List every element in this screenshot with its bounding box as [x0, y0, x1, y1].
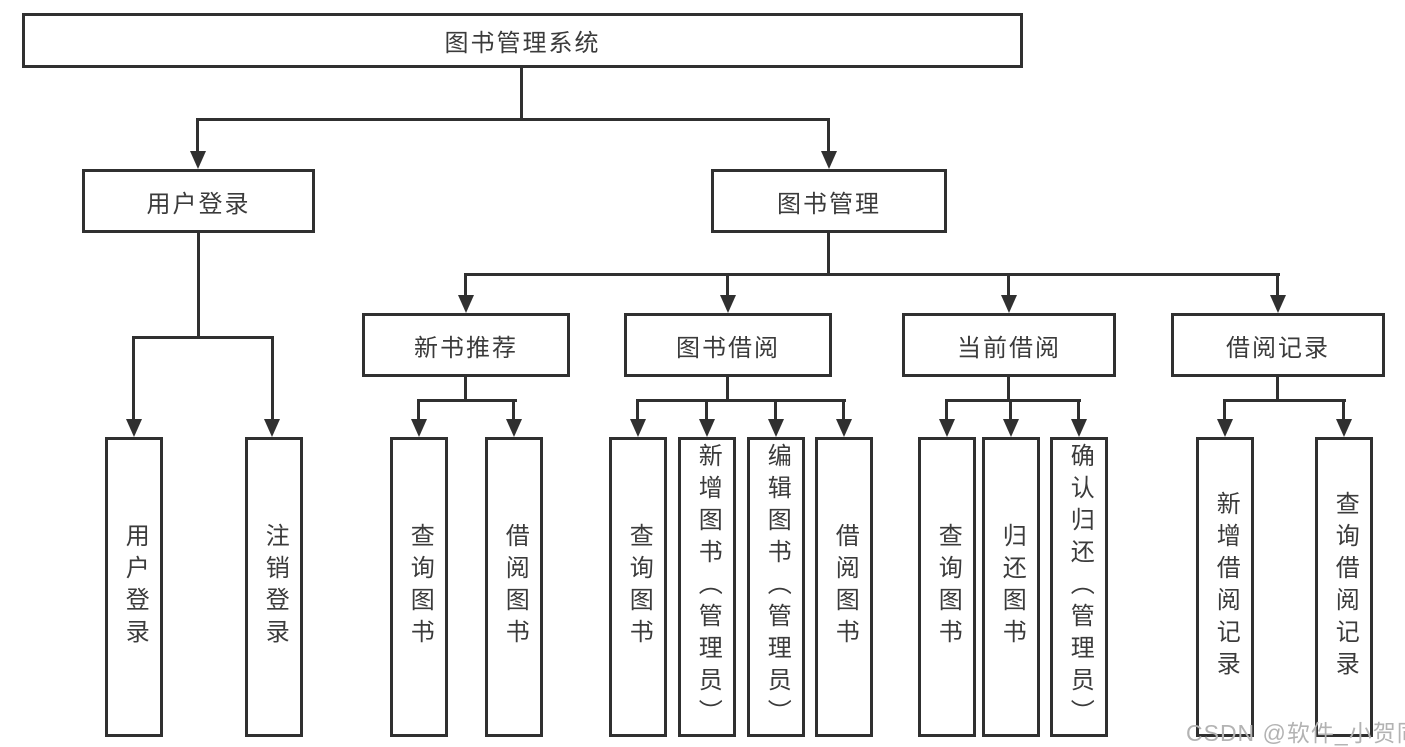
- connector-vline: [132, 336, 135, 419]
- node-current-borrowing: 当前借阅: [902, 313, 1116, 377]
- arrow-down-icon: [506, 419, 522, 437]
- connector-vline: [945, 399, 948, 419]
- node-add-borrow-record: 新增借阅记录: [1196, 437, 1254, 737]
- node-query-books-recommend: 查询图书: [390, 437, 448, 737]
- connector-vline: [512, 399, 515, 419]
- node-label: 查询图书: [934, 523, 962, 651]
- node-add-books-admin: 新增图书（管理员）: [678, 437, 736, 737]
- arrow-down-icon: [1071, 419, 1087, 437]
- node-label: 编辑图书（管理员）: [763, 443, 791, 731]
- connector-vline: [705, 399, 708, 419]
- connector-vline: [1007, 273, 1010, 295]
- node-label: 查询图书: [406, 523, 434, 651]
- node-new-book-recommend: 新书推荐: [362, 313, 570, 377]
- arrow-down-icon: [720, 295, 736, 313]
- node-label: 借阅图书: [501, 523, 529, 651]
- node-label: 查询借阅记录: [1331, 491, 1359, 683]
- node-label: 注销登录: [261, 523, 289, 651]
- arrow-down-icon: [458, 295, 474, 313]
- node-label: 查询图书: [625, 523, 653, 651]
- arrow-down-icon: [264, 419, 280, 437]
- connector-vline: [1342, 399, 1345, 419]
- node-label: 确认归还（管理员）: [1066, 443, 1094, 731]
- node-user-login: 用户登录: [82, 169, 315, 233]
- connector-vline: [1276, 377, 1279, 399]
- node-book-borrowing: 图书借阅: [624, 313, 832, 377]
- connector-vline: [726, 273, 729, 295]
- node-label: 新书推荐: [414, 334, 518, 362]
- connector-hline: [945, 399, 1081, 402]
- connector-vline: [827, 233, 830, 273]
- connector-vline: [1009, 399, 1012, 419]
- node-logout-leaf: 注销登录: [245, 437, 303, 737]
- node-borrowing-records: 借阅记录: [1171, 313, 1385, 377]
- connector-vline: [774, 399, 777, 419]
- node-query-borrow-record: 查询借阅记录: [1315, 437, 1373, 737]
- node-label: 新增借阅记录: [1212, 491, 1240, 683]
- connector-vline: [464, 377, 467, 399]
- node-label: 借阅记录: [1226, 334, 1330, 362]
- node-user-login-leaf: 用户登录: [105, 437, 163, 737]
- node-borrow-books-leaf: 借阅图书: [815, 437, 873, 737]
- node-label: 当前借阅: [957, 334, 1061, 362]
- arrow-down-icon: [1270, 295, 1286, 313]
- connector-hline: [636, 399, 846, 402]
- connector-hline: [417, 399, 517, 402]
- node-label: 用户登录: [121, 523, 149, 651]
- connector-vline: [196, 118, 199, 151]
- arrow-down-icon: [411, 419, 427, 437]
- connector-vline: [271, 336, 274, 419]
- connector-vline: [1077, 399, 1080, 419]
- connector-vline: [827, 118, 830, 151]
- arrow-down-icon: [768, 419, 784, 437]
- arrow-down-icon: [1217, 419, 1233, 437]
- node-root: 图书管理系统: [22, 13, 1023, 68]
- connector-vline: [520, 68, 523, 118]
- connector-vline: [842, 399, 845, 419]
- arrow-down-icon: [1001, 295, 1017, 313]
- node-root-label: 图书管理系统: [444, 30, 601, 57]
- arrow-down-icon: [1336, 419, 1352, 437]
- connector-vline: [1276, 273, 1279, 295]
- arrow-down-icon: [836, 419, 852, 437]
- connector-vline: [726, 377, 729, 399]
- node-label: 图书管理: [777, 190, 881, 218]
- connector-vline: [417, 399, 420, 419]
- node-borrow-books-recommend: 借阅图书: [485, 437, 543, 737]
- node-edit-books-admin: 编辑图书（管理员）: [747, 437, 805, 737]
- connector-hline: [464, 273, 1280, 276]
- node-label: 图书借阅: [676, 334, 780, 362]
- connector-vline: [1007, 377, 1010, 399]
- node-confirm-return-admin: 确认归还（管理员）: [1050, 437, 1108, 737]
- connector-hline: [196, 118, 830, 121]
- arrow-down-icon: [699, 419, 715, 437]
- watermark: CSDN @软件_小贺同学: [1186, 720, 1405, 746]
- connector-hline: [132, 336, 273, 339]
- arrow-down-icon: [630, 419, 646, 437]
- arrow-down-icon: [126, 419, 142, 437]
- arrow-down-icon: [821, 151, 837, 169]
- node-label: 新增图书（管理员）: [694, 443, 722, 731]
- connector-hline: [1223, 399, 1346, 402]
- connector-vline: [636, 399, 639, 419]
- arrow-down-icon: [939, 419, 955, 437]
- arrow-down-icon: [190, 151, 206, 169]
- connector-vline: [1223, 399, 1226, 419]
- node-label: 归还图书: [998, 523, 1026, 651]
- node-label: 用户登录: [146, 190, 251, 218]
- connector-vline: [197, 233, 200, 336]
- node-book-management: 图书管理: [711, 169, 947, 233]
- node-query-books-current: 查询图书: [918, 437, 976, 737]
- arrow-down-icon: [1003, 419, 1019, 437]
- node-label: 借阅图书: [831, 523, 859, 651]
- node-return-books: 归还图书: [982, 437, 1040, 737]
- node-query-books-borrowing: 查询图书: [609, 437, 667, 737]
- connector-vline: [464, 273, 467, 295]
